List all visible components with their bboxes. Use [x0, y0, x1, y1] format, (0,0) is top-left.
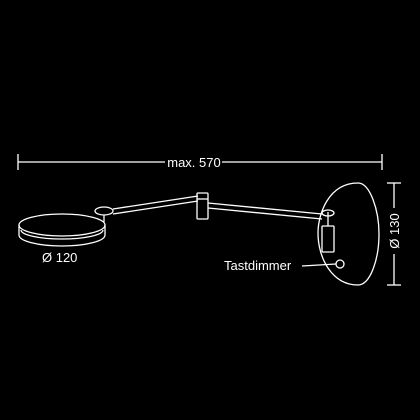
arm-segment-1 — [112, 195, 199, 215]
wall-joint-body — [321, 225, 335, 253]
wall-plate — [317, 182, 380, 286]
wall-joint — [321, 209, 335, 253]
overall-length-dimension — [17, 154, 383, 170]
wall-plate-front — [317, 182, 359, 286]
middle-joint — [196, 192, 209, 220]
head-joint-knob — [94, 206, 114, 216]
arm-segment-2-lower — [207, 207, 323, 220]
overall-length-label: max. 570 — [167, 155, 220, 170]
head-joint — [94, 206, 114, 222]
lamp-head-rim — [20, 229, 104, 240]
arm-segment-1-lower — [112, 200, 199, 215]
lamp-head — [18, 213, 106, 247]
touch-dimmer-button — [335, 259, 345, 269]
lamp-head-side — [18, 225, 106, 247]
arm-segment-1-upper — [112, 195, 199, 210]
touch-dimmer-leader — [301, 263, 337, 267]
wall-plate-diameter-dimension — [387, 182, 401, 286]
head-diameter-label: Ø 120 — [42, 250, 77, 265]
wall-joint-knob — [321, 209, 335, 217]
touch-dimmer-label: Tastdimmer — [224, 258, 292, 273]
arm-segment-2 — [207, 202, 323, 220]
middle-joint-body — [196, 192, 209, 220]
wall-plate-diameter-label: Ø 130 — [387, 213, 402, 248]
wall-plate-back — [357, 182, 380, 286]
lamp-head-top — [18, 213, 106, 237]
arm-segment-2-upper — [207, 202, 323, 215]
